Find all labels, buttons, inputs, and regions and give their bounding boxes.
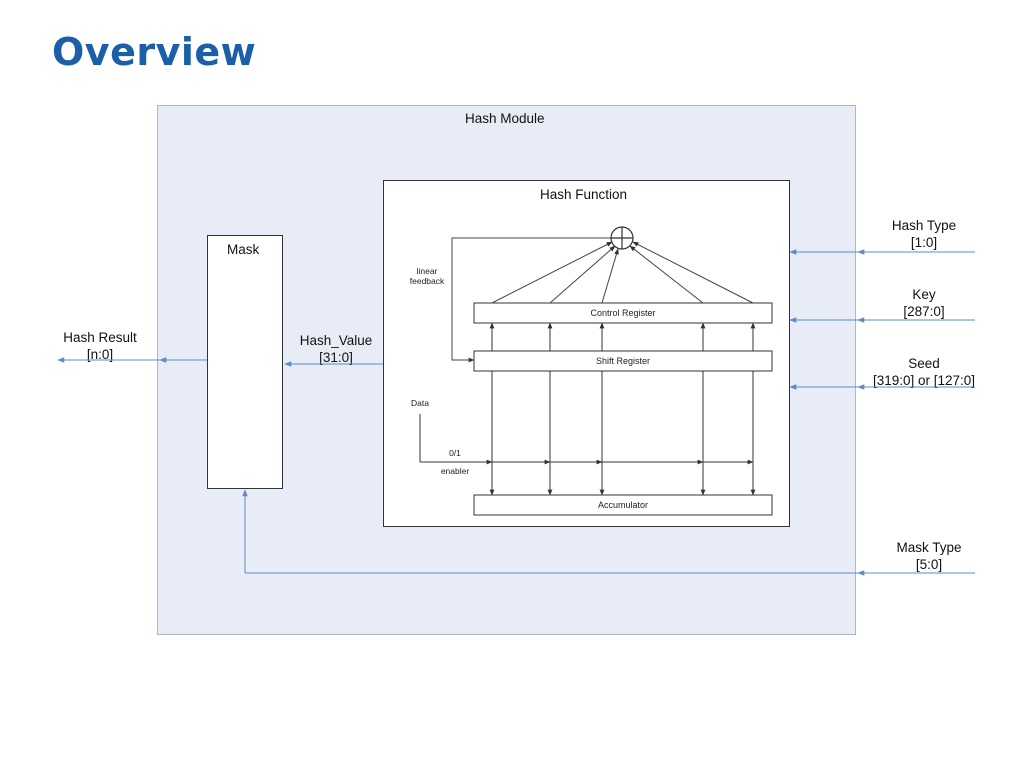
enabler-label-2: enabler — [441, 466, 470, 476]
slide-title: Overview — [52, 30, 257, 74]
tap-wire — [491, 241, 613, 304]
accumulator-label: Accumulator — [598, 500, 648, 510]
enabler-label-1: 0/1 — [449, 448, 461, 458]
linear-feedback-label-2: feedback — [410, 276, 445, 286]
hash-type-label: Hash Type [1:0] — [891, 218, 957, 250]
tap-wire — [632, 241, 754, 304]
mask-box — [207, 235, 283, 489]
hash-result-label: Hash Result [n:0] — [63, 330, 137, 362]
key-label: Key [287:0] — [903, 287, 945, 319]
accumulator-box — [473, 494, 773, 516]
hash-function-label: Hash Function — [540, 187, 628, 202]
shift-register-label: Shift Register — [596, 356, 650, 366]
hash-module-label: Hash Module — [465, 111, 545, 126]
hash-value-label: Hash_Value [31:0] — [299, 333, 373, 365]
control-register-box — [473, 302, 773, 324]
data-label: Data — [411, 398, 429, 408]
control-register-label: Control Register — [590, 308, 655, 318]
seed-label: Seed [319:0] or [127:0] — [872, 356, 976, 388]
tap-wire — [629, 245, 704, 304]
mask-label: Mask — [227, 242, 260, 257]
mask-type-label: Mask Type [5:0] — [896, 540, 962, 572]
xor-node — [610, 226, 634, 250]
linear-feedback-label-1: linear — [417, 266, 438, 276]
tap-wire — [549, 245, 616, 304]
tap-wire — [601, 248, 619, 304]
feedback-wire — [451, 237, 611, 363]
